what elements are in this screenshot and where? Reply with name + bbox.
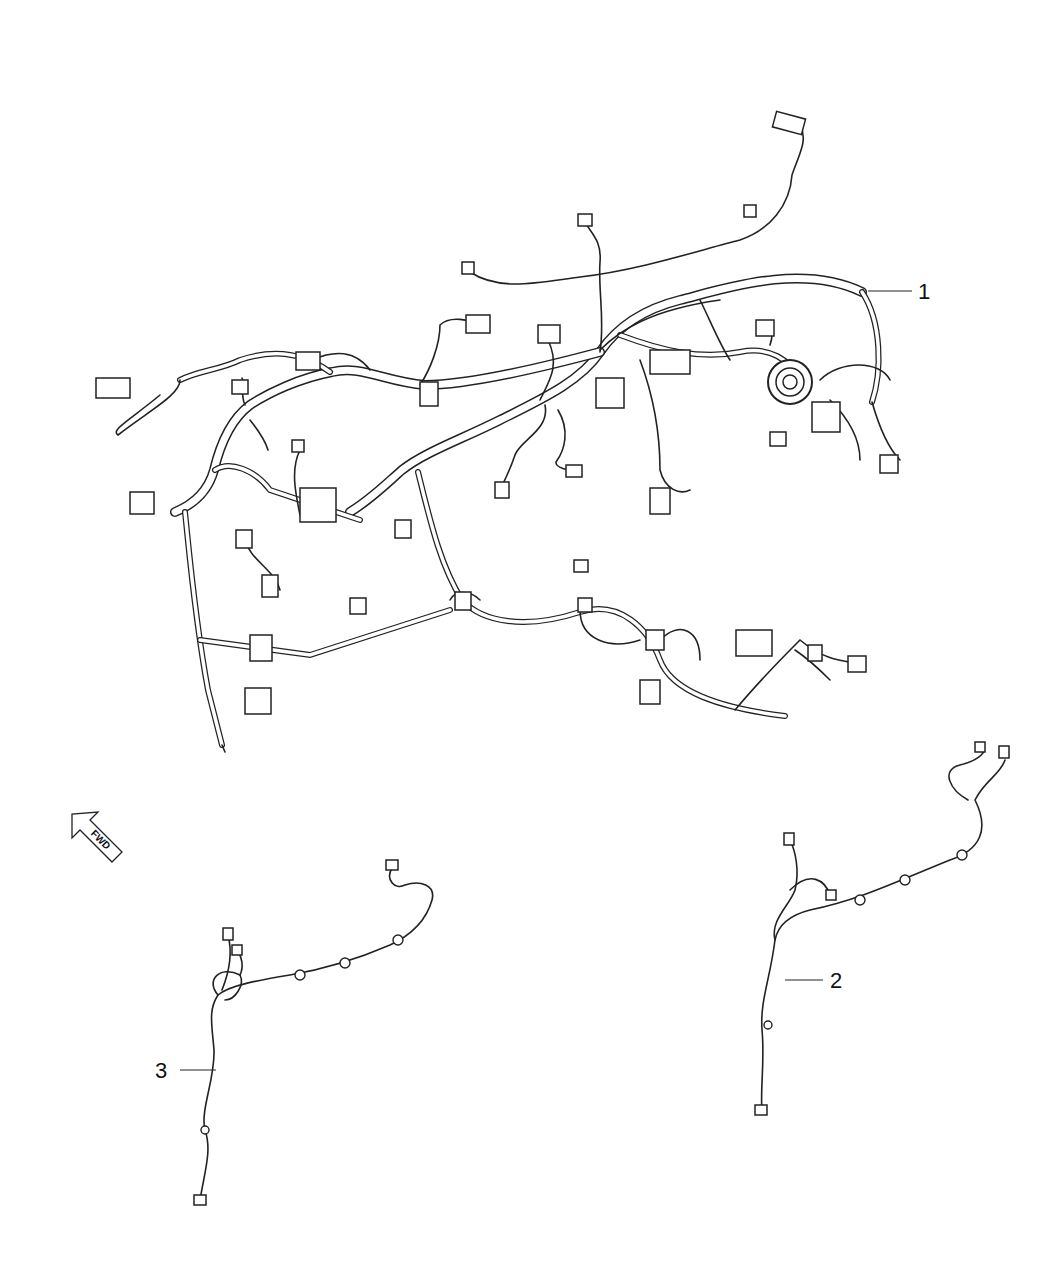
harness-2 <box>755 742 1009 1115</box>
callout-number: 1 <box>917 281 931 303</box>
callout-number: 2 <box>829 970 843 992</box>
leader-line <box>180 1070 216 1071</box>
leader-line <box>785 980 823 981</box>
leader-line <box>868 291 912 292</box>
harness-3 <box>194 860 433 1205</box>
callout-number: 3 <box>154 1060 168 1082</box>
instrument-panel-harness <box>96 111 900 752</box>
forward-arrow <box>72 812 122 862</box>
